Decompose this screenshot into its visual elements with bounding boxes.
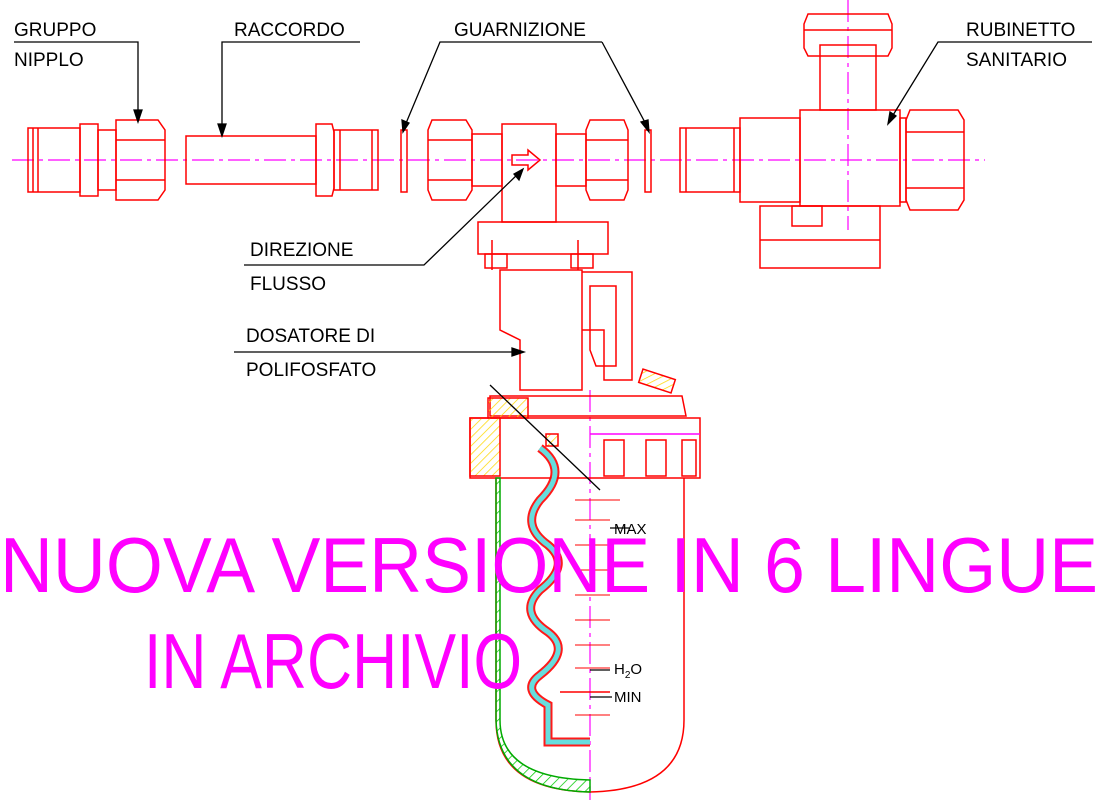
filter-head	[427, 119, 629, 270]
label-sanitario: SANITARIO	[966, 50, 1067, 71]
bowl	[495, 444, 685, 793]
watermark-line1: NUOVA VERSIONE IN 6 LINGUE	[0, 521, 1098, 609]
label-polifosfato: POLIFOSFATO	[246, 360, 376, 381]
label-gruppo: GRUPPO	[14, 20, 96, 41]
gruppo-nipplo-part	[27, 119, 166, 201]
rubinetto-part	[679, 13, 965, 269]
label-guarnizione: GUARNIZIONE	[454, 20, 586, 41]
centerlines	[12, 0, 985, 800]
label-flusso: FLUSSO	[250, 274, 326, 295]
label-rubinetto: RUBINETTO	[966, 20, 1075, 41]
raccordo-part	[185, 123, 379, 197]
label-nipplo: NIPPLO	[14, 50, 84, 71]
label-raccordo: RACCORDO	[234, 20, 345, 41]
dosatore-body	[499, 269, 677, 394]
leader-lines	[14, 41, 1092, 698]
watermark-line2: IN ARCHIVIO	[144, 617, 522, 705]
labels: GRUPPO NIPPLO RACCORDO GUARNIZIONE RUBIN…	[14, 20, 1075, 706]
label-dosatore: DOSATORE DI	[246, 326, 375, 347]
label-max: MAX	[614, 521, 647, 538]
bowl-collar	[469, 395, 701, 479]
label-h2o: H2O	[614, 661, 642, 681]
watermark: NUOVA VERSIONE IN 6 LINGUE IN ARCHIVIO	[0, 521, 1098, 705]
label-min: MIN	[614, 689, 642, 706]
label-direzione: DIREZIONE	[250, 240, 353, 261]
